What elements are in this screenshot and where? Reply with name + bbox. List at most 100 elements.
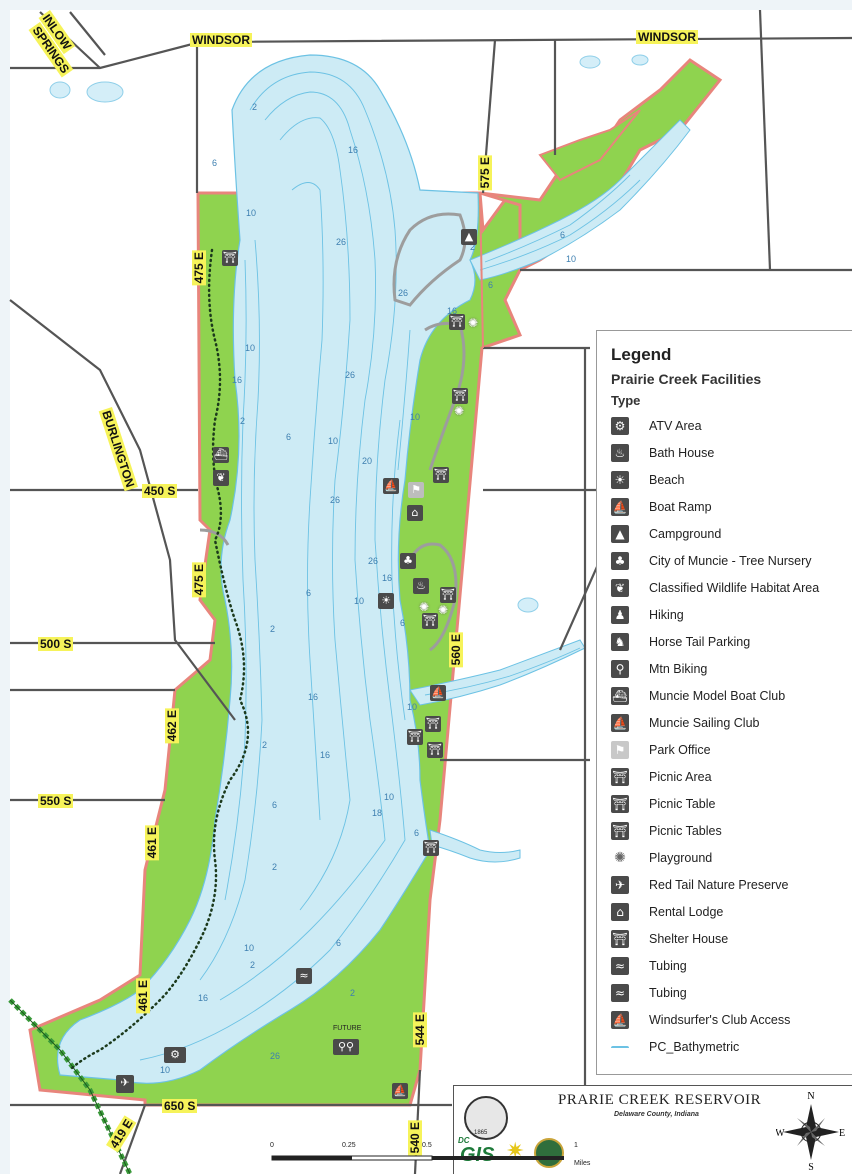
bicycle-icon[interactable]: ⚲⚲: [333, 1039, 359, 1055]
picnic-icon[interactable]: ⛩: [423, 840, 439, 856]
playground-icon[interactable]: ✺: [467, 316, 479, 330]
picnic-icon[interactable]: ⛩: [433, 467, 449, 483]
legend-item-label: ATV Area: [649, 418, 702, 433]
windsurfer-icon[interactable]: ⛵: [392, 1083, 408, 1099]
road-560e: 560 E: [449, 632, 463, 668]
depth-label: 26: [368, 556, 379, 566]
road-462e: 462 E: [165, 708, 179, 744]
model-boat-icon[interactable]: ⛴: [213, 447, 229, 463]
depth-label: 6: [560, 230, 566, 240]
legend-item: ♞ Horse Tail Parking: [611, 628, 852, 655]
playground-icon[interactable]: ✺: [437, 603, 449, 617]
legend-item-label: Muncie Model Boat Club: [649, 688, 786, 703]
depth-label: 6: [400, 618, 406, 628]
picnic-icon[interactable]: ⛩: [407, 729, 423, 745]
depth-label: 10: [354, 596, 365, 606]
depth-label: 6: [488, 280, 494, 290]
beach-icon[interactable]: ☀: [378, 593, 394, 609]
depth-label: 10: [384, 792, 395, 802]
road-540e: 540 E: [408, 1120, 422, 1156]
park-office-icon: ⚑: [611, 740, 629, 759]
depth-label: 26: [336, 237, 347, 247]
tubing-icon[interactable]: ≈: [296, 968, 312, 984]
campground-icon[interactable]: ▲: [461, 229, 477, 245]
legend-item: ≈Tubing: [611, 979, 852, 1006]
depth-label: 2: [250, 960, 256, 970]
legend-item-label: City of Muncie - Tree Nursery: [649, 553, 812, 568]
boat-ramp-icon: ⛵: [611, 497, 629, 516]
legend-items: ⚙ ATV Area ♨Bath House ☀ Beach ⛵ Boat Ramp ▲Cam…: [611, 412, 852, 1060]
hiking-icon: ♟: [611, 605, 629, 624]
depth-label: 10: [245, 343, 256, 353]
scale-half: 0.5: [422, 1142, 432, 1149]
legend-item: ⌂Rental Lodge: [611, 898, 852, 925]
legend-item-label: Red Tail Nature Preserve: [649, 877, 789, 892]
picnic-icon[interactable]: ⛩: [427, 742, 443, 758]
picnic-icon[interactable]: ⛩: [422, 613, 438, 629]
legend-item-label: Picnic Tables: [649, 823, 722, 838]
depth-label: 2: [272, 862, 278, 872]
picnic-icon[interactable]: ⛩: [440, 587, 456, 603]
depth-label: 26: [270, 1051, 281, 1061]
lodge-icon[interactable]: ⌂: [407, 505, 423, 521]
depth-label: 16: [232, 375, 243, 385]
wildlife-habitat-icon[interactable]: ❦: [213, 470, 229, 486]
legend-panel: Legend Prairie Creek Facilities Type ⚙AT…: [596, 330, 852, 1075]
dcgis-logo: GIS: [460, 1144, 495, 1166]
road-500s: 500 S: [38, 637, 74, 651]
depth-label: 26: [398, 288, 409, 298]
tubing-icon: ≈: [611, 983, 629, 1002]
bathymetric-line-symbol: [611, 1045, 629, 1050]
tree-nursery-icon[interactable]: ♣: [400, 553, 416, 569]
legend-item: ♨Bath House: [611, 439, 852, 466]
legend-item-label: Boat Ramp: [649, 499, 712, 514]
depth-label: 10: [410, 412, 421, 422]
picnic-icon[interactable]: ⛩: [222, 250, 238, 266]
depth-label: 2: [252, 102, 258, 112]
scale-unit: Miles: [574, 1160, 591, 1167]
seal-year: 1865: [474, 1130, 488, 1136]
legend-item: ✈Red Tail Nature Preserve: [611, 871, 852, 898]
map-subtitle: Delaware County, Indiana: [614, 1111, 699, 1118]
horse-icon: ♞: [611, 632, 629, 651]
depth-label: 10: [244, 943, 255, 953]
legend-item-label: Campground: [649, 526, 722, 541]
road-windsor-west: WINDSOR: [190, 33, 252, 47]
bird-icon[interactable]: ✈: [116, 1075, 134, 1093]
sailboat-icon[interactable]: ⛵: [430, 685, 446, 701]
park-office-icon[interactable]: ⚑: [408, 482, 424, 498]
legend-item: ⛩Picnic Area: [611, 763, 852, 790]
boat-ramp-icon[interactable]: ⛵: [383, 478, 399, 494]
atv-icon[interactable]: ⚙: [164, 1047, 186, 1063]
picnic-icon[interactable]: ⛩: [449, 314, 465, 330]
legend-item: ▲Campground: [611, 520, 852, 547]
beach-icon: ☀: [611, 470, 629, 489]
depth-label: 6: [336, 938, 342, 948]
legend-item-label: Beach: [649, 472, 685, 487]
tree-nursery-icon: ♣: [611, 551, 629, 570]
playground-icon[interactable]: ✺: [453, 404, 465, 418]
depth-label: 20: [362, 456, 373, 466]
picnic-icon[interactable]: ⛩: [425, 716, 441, 732]
city-seal-icon: [534, 1138, 564, 1168]
atv-icon: ⚙: [611, 416, 629, 435]
legend-item: ❦Classified Wildlife Habitat Area: [611, 574, 852, 601]
map-title: PRARIE CREEK RESERVOIR: [558, 1092, 762, 1108]
legend-item: ☀ Beach: [611, 466, 852, 493]
depth-label: 10: [160, 1065, 171, 1075]
picnic-icon[interactable]: ⛩: [452, 388, 468, 404]
legend-item: ♟Hiking: [611, 601, 852, 628]
bath-house-icon[interactable]: ♨: [413, 578, 429, 594]
depth-label: 10: [246, 208, 257, 218]
lodge-icon: ⌂: [611, 902, 629, 921]
legend-subtitle: Prairie Creek Facilities: [611, 371, 762, 387]
legend-item-label: Horse Tail Parking: [649, 634, 751, 649]
road-650s: 650 S: [162, 1099, 198, 1113]
legend-item-label: PC_Bathymetric: [649, 1039, 740, 1054]
depth-label: 2: [350, 988, 356, 998]
legend-item: ⛩Shelter House: [611, 925, 852, 952]
sailboat-icon: ⛵: [611, 713, 629, 732]
picnic-icon: ⛩: [611, 794, 629, 813]
road-544e: 544 E: [413, 1012, 427, 1048]
playground-icon[interactable]: ✺: [418, 600, 430, 614]
